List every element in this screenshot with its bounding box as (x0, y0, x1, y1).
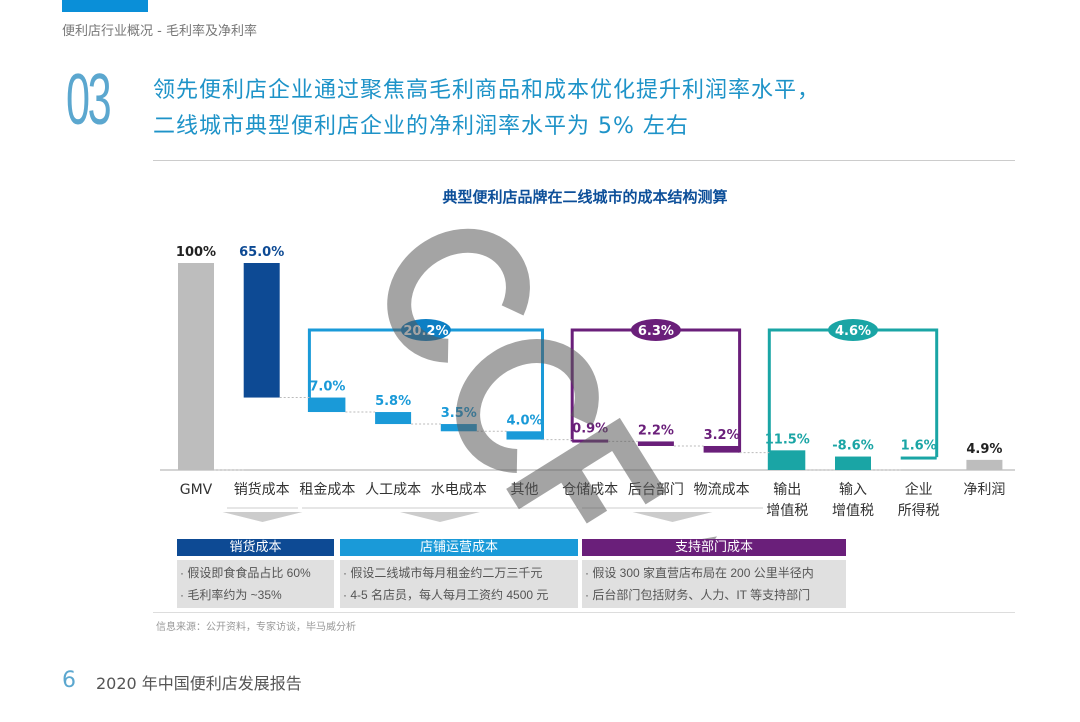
note-line: · 4-5 名店员，每人每月工资约 4500 元 (343, 588, 549, 602)
data-label: 5.8% (375, 394, 411, 409)
bar-7 (637, 441, 674, 446)
category-label: 企业 (905, 481, 933, 498)
category-label: 输入 (839, 482, 867, 498)
divider (153, 160, 1015, 161)
data-label: 4.0% (506, 413, 542, 428)
note-box-support: 支持部门成本 · 假设 300 家直营店布局在 200 公里半径内 · 后台部门包… (582, 539, 846, 608)
breadcrumb: 便利店行业概况 - 毛利率及净利率 (62, 24, 257, 39)
group-total-badge (828, 319, 878, 341)
category-label: 水电成本 (431, 482, 487, 498)
category-label: GMV (180, 482, 213, 498)
category-label: 销货成本 (234, 481, 290, 498)
note-title: 店铺运营成本 (340, 539, 578, 556)
data-label: 4.9% (966, 442, 1002, 457)
note-line: · 假设即食食品占比 60% (180, 566, 311, 580)
note-line: · 毛利率约为 ~35% (180, 588, 282, 602)
notes-area: 销货成本 · 假设即食食品占比 60% · 毛利率约为 ~35% 店铺运营成本 ·… (153, 539, 1015, 633)
watermark-letter (456, 339, 599, 473)
data-label: 1.6% (901, 439, 937, 454)
headline-line-1: 领先便利店企业通过聚焦高毛利商品和成本优化提升利润率水平， (153, 78, 821, 103)
group-total-badge (630, 319, 681, 341)
chevron-down-icon (222, 512, 303, 522)
note-box-store-ops: 店铺运营成本 · 假设二线城市每月租金约二万三千元 · 4-5 名店员，每人每月工… (340, 539, 578, 608)
headline-line-2: 二线城市典型便利店企业的净利润率水平为 5% 左右 (153, 114, 689, 139)
bar-11 (900, 456, 937, 460)
group-total-label: 4.6% (835, 324, 871, 339)
divider (153, 612, 1015, 613)
bar-2 (309, 397, 346, 413)
bar-3 (375, 412, 412, 425)
category-label: 输出 (773, 482, 801, 498)
section-number: 03 (66, 60, 112, 140)
bar-9 (769, 450, 806, 470)
note-line: · 假设二线城市每月租金约二万三千元 (343, 566, 543, 580)
data-label: 2.2% (638, 423, 674, 438)
category-label: 所得税 (898, 502, 940, 519)
category-label: 增值税 (832, 503, 874, 519)
data-label: 11.5% (765, 432, 810, 447)
note-title: 销货成本 (177, 539, 334, 556)
data-label: 3.2% (704, 428, 740, 443)
data-label: -8.6% (832, 439, 873, 454)
chevron-down-icon (632, 512, 713, 522)
bar-10 (835, 456, 871, 470)
note-box-cogs: 销货成本 · 假设即食食品占比 60% · 毛利率约为 ~35% (177, 539, 334, 608)
source-note: 信息来源：公开资料，专家访谈，毕马威分析 (156, 622, 356, 633)
category-label: 物流成本 (694, 482, 750, 498)
category-label: 人工成本 (365, 482, 421, 498)
bar-0 (178, 263, 214, 470)
top-accent-bar (62, 0, 148, 12)
group-total-label: 6.3% (638, 324, 674, 339)
bar-12 (966, 459, 1003, 470)
waterfall-chart: 20.2%6.3%4.6%100%GMV65.0%销货成本7.0%租金成本5.8… (160, 228, 1015, 540)
watermark-logo (387, 228, 718, 540)
page-number: 6 (62, 668, 76, 693)
data-label: 65.0% (239, 245, 284, 260)
bar-5 (506, 431, 543, 440)
category-label: 增值税 (766, 503, 808, 519)
data-label: 7.0% (309, 380, 345, 395)
note-line: · 假设 300 家直营店布局在 200 公里半径内 (585, 566, 814, 580)
chart-title: 典型便利店品牌在二线城市的成本结构测算 (442, 188, 728, 206)
chevron-down-icon (400, 512, 480, 522)
bar-1 (243, 263, 280, 398)
watermark-letter (506, 417, 666, 524)
category-label: 租金成本 (299, 482, 355, 498)
note-title: 支持部门成本 (582, 539, 846, 556)
note-line: · 后台部门包括财务、人力、IT 等支持部门 (585, 588, 811, 602)
report-title: 2020 年中国便利店发展报告 (96, 674, 302, 693)
watermark-letter (387, 228, 530, 363)
category-label: 净利润 (963, 482, 1005, 498)
bar-8 (703, 445, 740, 453)
data-label: 100% (176, 245, 216, 260)
